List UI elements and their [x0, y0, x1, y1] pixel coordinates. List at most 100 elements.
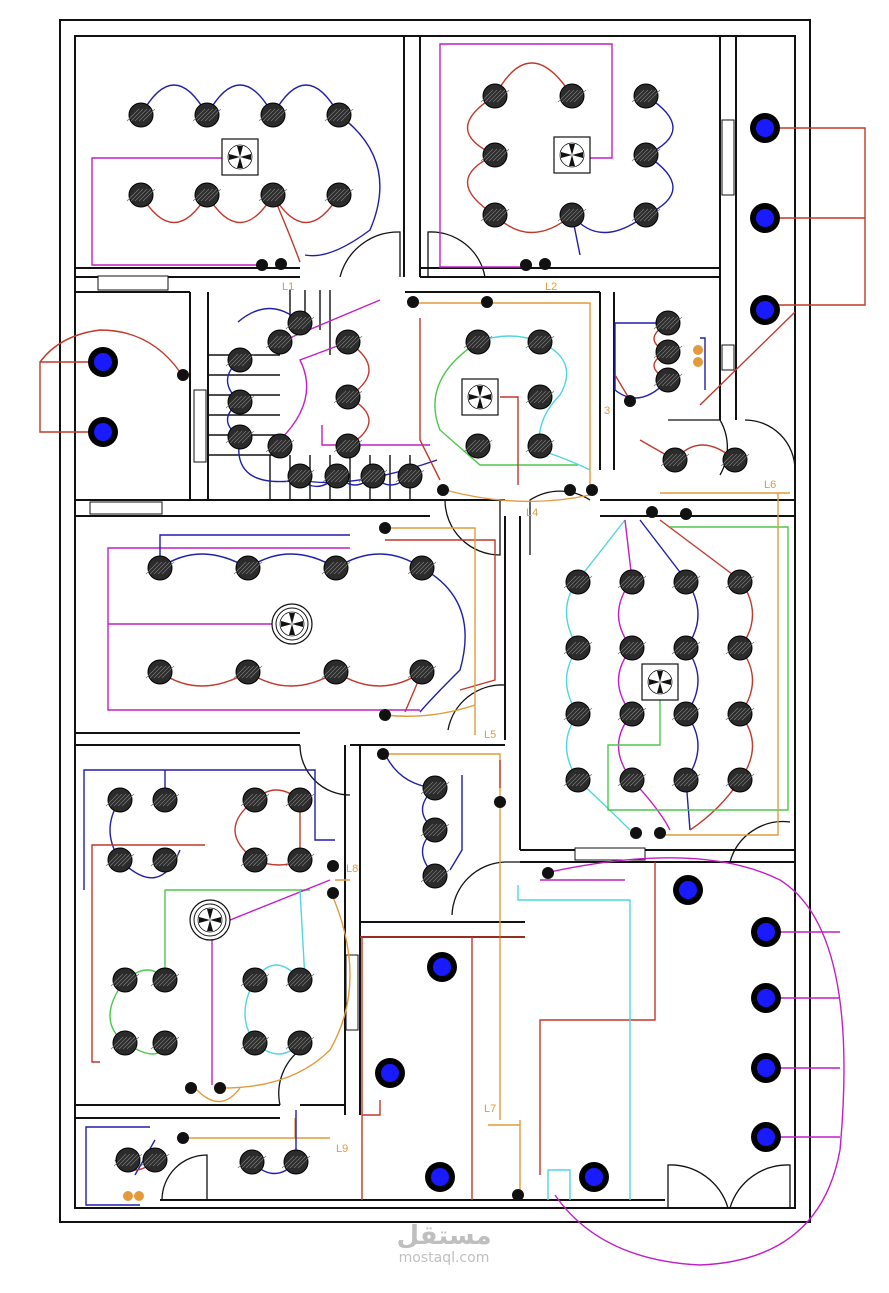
- ceiling-lamp: [725, 701, 755, 727]
- ceiling-fan-icon: [553, 136, 591, 174]
- ceiling-lamp: [150, 787, 180, 813]
- ceiling-lamp: [660, 447, 690, 473]
- watermark: مستقل mostaql.com: [396, 1221, 491, 1266]
- spotlight: [88, 347, 118, 377]
- ceiling-lamp: [140, 1147, 170, 1173]
- light-switch: [646, 506, 658, 518]
- ceiling-lamp: [557, 202, 587, 228]
- ceiling-lamp: [525, 433, 555, 459]
- watermark-latin: mostaql.com: [399, 1250, 490, 1266]
- light-switch: [177, 369, 189, 381]
- ceiling-lamp: [322, 463, 352, 489]
- spotlight: [750, 113, 780, 143]
- ceiling-lamp: [463, 329, 493, 355]
- ceiling-lamp: [563, 635, 593, 661]
- light-switch: [407, 296, 419, 308]
- ceiling-lamp: [557, 83, 587, 109]
- ceiling-lamp: [145, 555, 175, 581]
- ceiling-lamp: [285, 967, 315, 993]
- ceiling-lamp: [725, 767, 755, 793]
- ceiling-lamp: [563, 767, 593, 793]
- ceiling-lamp: [225, 424, 255, 450]
- spotlight: [425, 1162, 455, 1192]
- ceiling-lamp: [631, 202, 661, 228]
- ceiling-lamp: [145, 659, 175, 685]
- ceiling-lamp: [631, 83, 661, 109]
- ceiling-lamp: [265, 433, 295, 459]
- label-l7: L7: [484, 1103, 496, 1115]
- ceiling-lamp: [420, 775, 450, 801]
- ceiling-lamp: [285, 463, 315, 489]
- ceiling-lamp: [617, 569, 647, 595]
- ceiling-lamp: [113, 1147, 143, 1173]
- ceiling-lamp: [653, 367, 683, 393]
- light-switch: [185, 1082, 197, 1094]
- double-socket-icons: [123, 345, 703, 1201]
- ceiling-lamp: [525, 329, 555, 355]
- ceiling-lamp: [321, 555, 351, 581]
- light-switch: [481, 296, 493, 308]
- ceiling-lamp: [110, 967, 140, 993]
- ceiling-lamps: [105, 83, 755, 1175]
- spotlight: [751, 983, 781, 1013]
- light-switch: [680, 508, 692, 520]
- ceiling-lamp: [126, 182, 156, 208]
- spotlights: [88, 113, 781, 1192]
- label-l6: L6: [764, 479, 776, 491]
- ceiling-lamp: [671, 569, 701, 595]
- ceiling-lamp: [617, 635, 647, 661]
- ceiling-lamp: [725, 569, 755, 595]
- ceiling-lamp: [281, 1149, 311, 1175]
- ceiling-lamp: [333, 384, 363, 410]
- light-switch: [494, 796, 506, 808]
- ceiling-lamp: [150, 1030, 180, 1056]
- ceiling-fan-icon: [641, 663, 679, 701]
- ceiling-lamp: [258, 182, 288, 208]
- ceiling-lamp: [653, 339, 683, 365]
- spotlight: [375, 1058, 405, 1088]
- ceiling-lamp: [285, 310, 315, 336]
- light-switch: [177, 1132, 189, 1144]
- ceiling-lamp: [333, 433, 363, 459]
- ceiling-lamp: [420, 863, 450, 889]
- ceiling-fan-icon: [189, 899, 231, 941]
- light-switch: [437, 484, 449, 496]
- ceiling-lamp: [324, 182, 354, 208]
- switches: [177, 258, 692, 1201]
- ceiling-lamp: [150, 967, 180, 993]
- light-switch: [377, 748, 389, 760]
- light-switch: [564, 484, 576, 496]
- light-switch: [256, 259, 268, 271]
- light-switch: [542, 867, 554, 879]
- ceiling-lamp: [463, 433, 493, 459]
- light-switch: [275, 258, 287, 270]
- ceiling-lamp: [480, 142, 510, 168]
- ceiling-lamp: [563, 569, 593, 595]
- ceiling-lamp: [240, 787, 270, 813]
- ceiling-lamp: [671, 701, 701, 727]
- ceiling-fans: [189, 136, 679, 941]
- ceiling-lamp: [110, 1030, 140, 1056]
- ceiling-lamp: [324, 102, 354, 128]
- label-l5: L5: [484, 729, 496, 741]
- ceiling-lamp: [150, 847, 180, 873]
- ceiling-lamp: [725, 635, 755, 661]
- light-switch: [630, 827, 642, 839]
- ceiling-lamp: [395, 463, 425, 489]
- ceiling-lamp: [653, 310, 683, 336]
- ceiling-lamp: [265, 329, 295, 355]
- ceiling-lamp: [407, 659, 437, 685]
- label-l8: L8: [346, 863, 358, 875]
- ceiling-fan-icon: [221, 138, 259, 176]
- ceiling-lamp: [671, 767, 701, 793]
- windows: [89, 119, 735, 1031]
- ceiling-lamp: [240, 967, 270, 993]
- light-switch: [586, 484, 598, 496]
- spotlight: [427, 952, 457, 982]
- ceiling-lamp: [233, 659, 263, 685]
- ceiling-lamp: [105, 787, 135, 813]
- spotlight: [88, 417, 118, 447]
- label-l1: L1: [282, 281, 294, 293]
- spotlight: [579, 1162, 609, 1192]
